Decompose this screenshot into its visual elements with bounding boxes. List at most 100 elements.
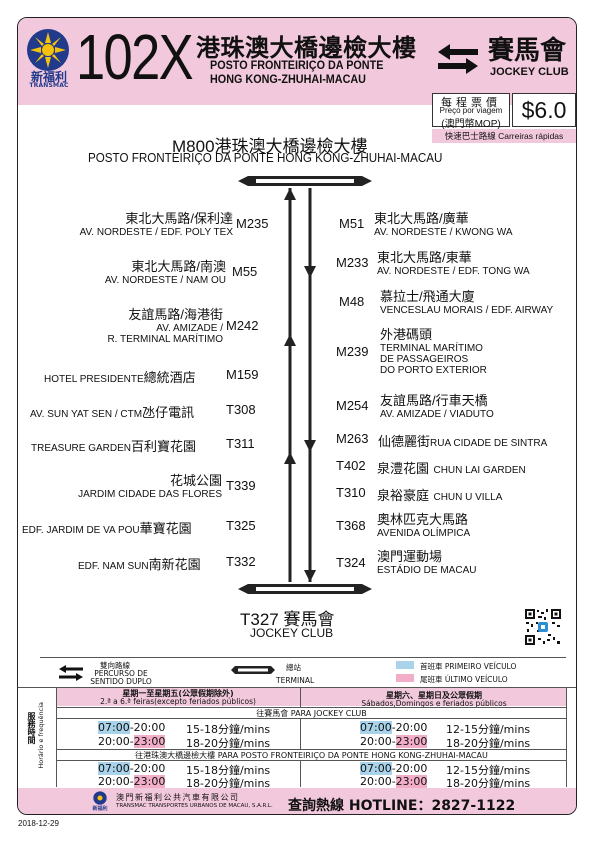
d2-weekday-freq2: 18-20分鐘/mins xyxy=(186,777,271,790)
stop-code-M233: M233 xyxy=(336,255,369,270)
footer-company-pt: TRANSMAC TRANSPORTES URBANOS DE MACAU, S… xyxy=(116,803,273,809)
stop-name-pt: AV. AMIZADE / xyxy=(156,323,223,334)
schedule-side-label-pt: Horário e frequência xyxy=(37,702,45,769)
stop-name-pt: EDF. JARDIM DE VA POU xyxy=(22,525,140,536)
stop-name-cn: 華寶花園 xyxy=(139,521,192,536)
stop-name-cn: 奧林匹克大馬路 xyxy=(377,512,469,527)
stop-name-cn: 泉裕豪庭 xyxy=(377,488,430,503)
range-end: -20:00 xyxy=(391,762,428,775)
stop-name-pt-2: R. TERMINAL MARÍTIMO xyxy=(107,334,223,345)
range-start: 20:00- xyxy=(360,775,396,788)
stop-code-M263: M263 xyxy=(336,431,369,446)
footer-logo-icon xyxy=(93,791,107,805)
legend-top-divider xyxy=(40,657,566,658)
right-stop-M254: 友誼馬路/行車天橋 AV. AMIZADE / VIADUTO xyxy=(380,390,494,420)
left-stop-T325: EDF. JARDIM DE VA POU華寶花園 xyxy=(22,518,192,538)
legend-terminal-cn: 總站 xyxy=(286,663,301,672)
stop-name-pt-3: DO PORTO EXTERIOR xyxy=(380,365,487,376)
right-stop-T402: 泉澧花園 CHUN LAI GARDEN xyxy=(377,458,526,478)
schedule-right-border xyxy=(566,687,567,787)
terminal-top-cn: M800港珠澳大橋邊檢大樓 xyxy=(172,137,368,156)
qr-code-icon xyxy=(524,608,562,646)
fare-value: $6.0 xyxy=(512,93,576,127)
footer-brand-cn: 新福利 xyxy=(92,806,108,812)
d2-weekend-freq2: 18-20分鐘/mins xyxy=(446,777,531,790)
d2-weekend-row1: 07:00-20:00 xyxy=(360,762,427,775)
stop-name-pt: AV. NORDESTE / EDF. TONG WA xyxy=(377,266,530,277)
stop-name-pt: AV. NORDESTE / EDF. POLY TEX xyxy=(79,227,233,238)
fare-label-cn: 每程票價 xyxy=(441,96,501,109)
left-stop-M159: HOTEL PRESIDENTE總統酒店 xyxy=(44,367,196,387)
stop-name-cn: 總統酒店 xyxy=(143,370,196,385)
operator-name-cn: 新福利 xyxy=(30,70,67,84)
header-band xyxy=(18,18,576,105)
transmac-logo-icon xyxy=(27,29,69,71)
legend-terminal-pt: TERMINAL xyxy=(276,676,315,685)
dir1-col-divider xyxy=(300,718,301,749)
stop-code-M48: M48 xyxy=(339,294,365,309)
first-bus-time: 07:00 xyxy=(98,721,130,734)
d1-weekend-row1: 07:00-20:00 xyxy=(360,721,427,734)
left-stop-T311: TREASURE GARDEN百利寶花園 xyxy=(31,436,196,456)
origin-name-en: HONG KONG-ZHUHAI-MACAU xyxy=(210,72,366,86)
stop-code-T311: T311 xyxy=(226,436,255,451)
range-end: -20:00 xyxy=(391,721,428,734)
right-stop-M239: 外港碼頭 TERMINAL MARÍTIMO DE PASSAGEIROS DO… xyxy=(380,324,487,376)
stop-code-M239: M239 xyxy=(336,344,369,359)
stop-name-pt: AVENIDA OLÍMPICA xyxy=(377,528,471,539)
range-end: -20:00 xyxy=(129,721,166,734)
stop-name-cn: 泉澧花園 xyxy=(377,461,430,476)
left-stop-T332: EDF. NAM SUN南新花園 xyxy=(78,554,201,574)
dir1-sub-divider xyxy=(57,718,566,719)
destination-name-en: JOCKEY CLUB xyxy=(490,66,569,78)
stop-code-T325: T325 xyxy=(226,518,256,533)
weekend-label-cn: 星期六、星期日及公眾假期 xyxy=(386,691,482,700)
terminal-top-pt: POSTO FRONTEIRIÇO DA PONTE HONG KONG-ZHU… xyxy=(88,151,443,165)
stop-name-cn: 東北大馬路/廣華 xyxy=(374,211,469,226)
right-stop-M51: 東北大馬路/廣華 AV. NORDESTE / KWONG WA xyxy=(374,208,513,238)
d2-weekday-freq1: 15-18分鐘/mins xyxy=(186,764,271,777)
right-stop-M48: 慕拉士/飛通大廈 VENCESLAU MORAIS / EDF. AIRWAY xyxy=(380,286,553,316)
stop-name-pt: AV. AMIZADE / VIADUTO xyxy=(380,409,494,420)
stop-name-cn: 澳門運動場 xyxy=(377,549,443,564)
schedule-mid-divider-top xyxy=(300,687,301,707)
stop-name-pt: VENCESLAU MORAIS / EDF. AIRWAY xyxy=(380,305,554,316)
stop-code-T324: T324 xyxy=(336,555,366,570)
print-date: 2018-12-29 xyxy=(18,819,59,828)
stop-name-pt: EDF. NAM SUN xyxy=(78,561,149,572)
dir2-divider xyxy=(57,749,566,750)
weekday-label-pt: 2.ª a 6.ª feiras(excepto feriados públic… xyxy=(100,697,256,706)
stop-name-pt: AV. NORDESTE / KWONG WA xyxy=(374,227,513,238)
d2-weekday-row2: 20:00-23:00 xyxy=(98,775,166,788)
last-bus-time: 23:00 xyxy=(395,735,428,748)
origin-name-pt: POSTO FRONTEIRIÇO DA PONTE xyxy=(210,58,384,72)
stop-code-T310: T310 xyxy=(336,485,366,500)
route-number: 102X xyxy=(76,21,194,93)
stop-name-pt: RUA CIDADE DE SINTRA xyxy=(430,438,548,449)
right-stop-T324: 澳門運動場 ESTÁDIO DE MACAU xyxy=(377,546,476,576)
right-stop-M233: 東北大馬路/東華 AV. NORDESTE / EDF. TONG WA xyxy=(377,247,530,277)
operator-name-en: TRANSMAC xyxy=(29,82,69,89)
d2-weekend-freq1: 12-15分鐘/mins xyxy=(446,764,531,777)
right-stop-M263: 仙德麗街RUA CIDADE DE SINTRA xyxy=(378,431,547,451)
stop-name-pt: TERMINAL MARÍTIMO xyxy=(380,343,483,354)
hotline: 查詢熱線 HOTLINE：2827-1122 xyxy=(288,798,516,814)
footer-company-cn: 澳門新福利公共汽車有限公司 xyxy=(116,793,240,802)
stop-name-cn: 東北大馬路/東華 xyxy=(377,250,472,265)
last-bus-time: 23:00 xyxy=(395,775,428,788)
stop-name-cn: 仙德麗街 xyxy=(378,434,431,449)
stop-name-pt: CHUN LAI GARDEN xyxy=(433,465,526,476)
stop-name-cn: 氹仔電訊 xyxy=(142,405,195,420)
weekend-label-pt: Sábados,Domingos e feriados públicos xyxy=(361,699,507,708)
stop-name-cn: 東北大馬路/南澳 xyxy=(131,259,226,274)
bidirectional-arrows-icon xyxy=(438,44,478,74)
bidirectional-legend-icon xyxy=(59,665,83,681)
stop-code-M254: M254 xyxy=(336,398,369,413)
fare-currency: (澳門幣MOP) xyxy=(441,119,501,130)
right-stop-T310: 泉裕豪庭 CHUN U VILLA xyxy=(377,485,502,505)
range-start: 20:00- xyxy=(360,735,396,748)
first-bus-time: 07:00 xyxy=(360,721,392,734)
left-stop-M235: 東北大馬路/保利達 AV. NORDESTE / EDF. POLY TEX xyxy=(80,208,233,238)
direction-2-label: 往港珠澳大橋邊檢大樓 PARA POSTO FRONTEIRIÇO DA PON… xyxy=(135,751,488,760)
origin-name-cn: 港珠澳大橋邊檢大樓 xyxy=(196,34,417,62)
